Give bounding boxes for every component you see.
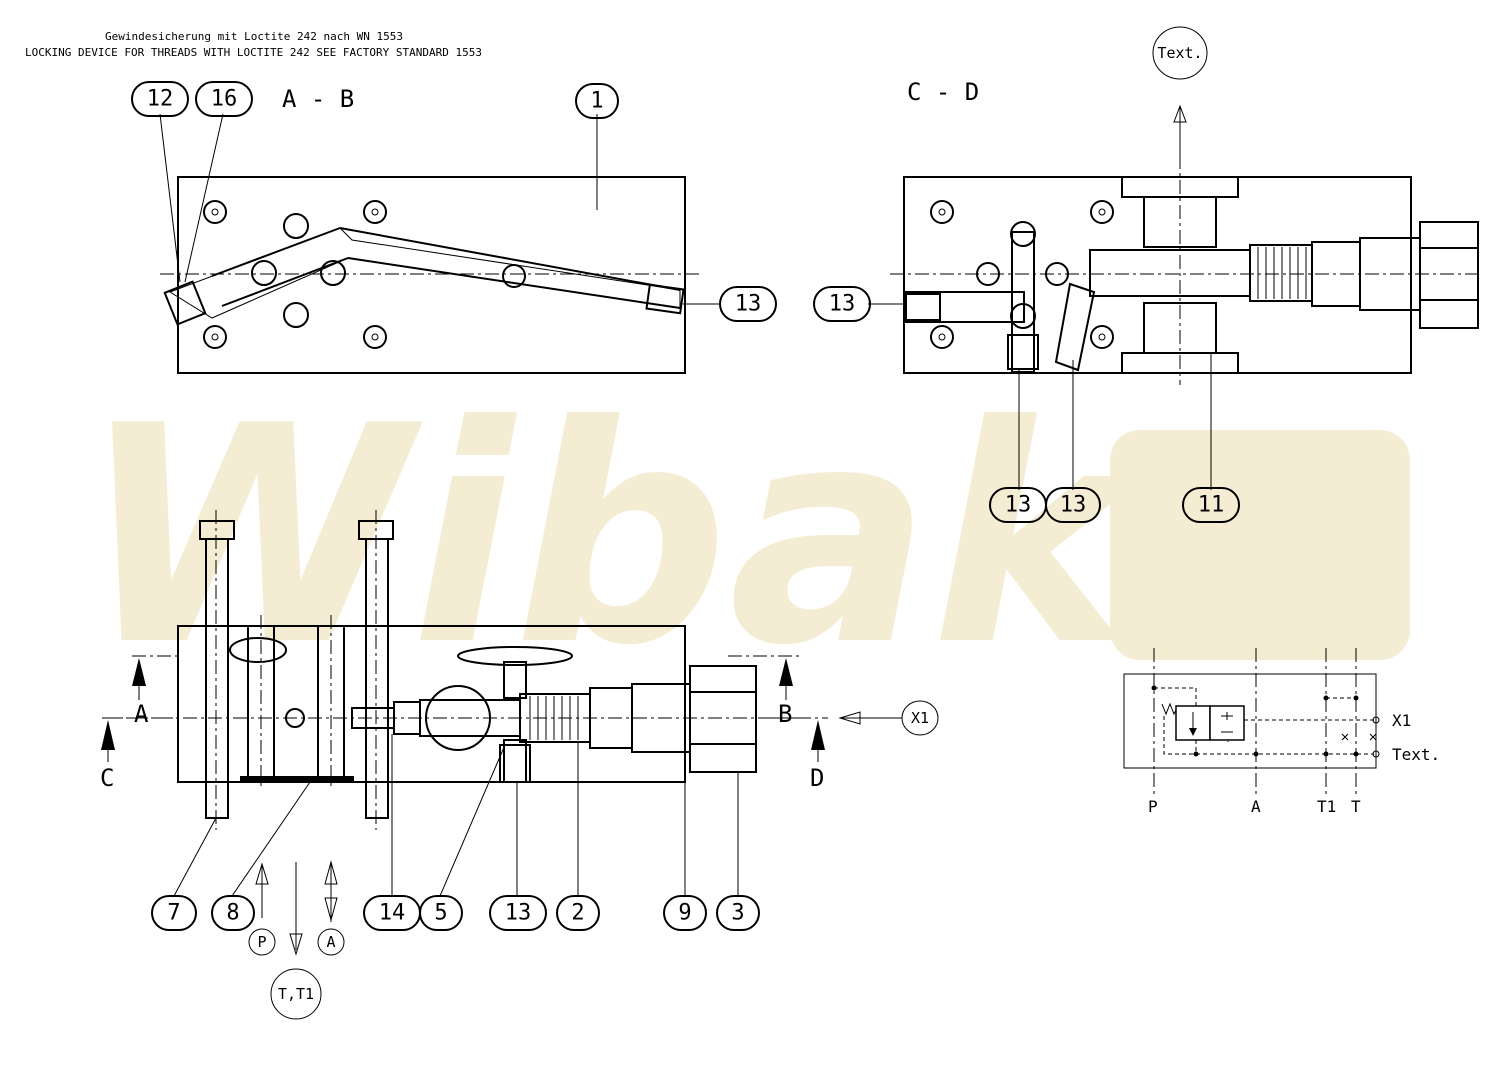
balloon-5: 5 <box>419 895 463 931</box>
section-markers <box>101 655 828 762</box>
balloon-8: 8 <box>211 895 255 931</box>
svg-text:Text.: Text. <box>1157 44 1202 62</box>
symbol-label-text: Text. <box>1392 745 1440 764</box>
balloon-13-main: 13 <box>489 895 547 931</box>
svg-text:X1: X1 <box>911 709 929 727</box>
balloon-13-ab: 13 <box>719 286 777 322</box>
balloon-13-cd-mid1: 13 <box>989 487 1047 523</box>
balloon-3: 3 <box>716 895 760 931</box>
svg-text:3: 3 <box>731 901 744 926</box>
symbol-port-a: A <box>1251 797 1261 816</box>
balloon-9: 9 <box>663 895 707 931</box>
balloon-16: 16 <box>195 81 253 117</box>
symbol-label-x1: X1 <box>1392 711 1411 730</box>
section-letter-c: C <box>100 764 114 792</box>
svg-text:13: 13 <box>735 292 762 317</box>
svg-text:1: 1 <box>590 89 603 114</box>
svg-text:13: 13 <box>1060 493 1087 518</box>
note-english: LOCKING DEVICE FOR THREADS WITH LOCTITE … <box>25 46 482 59</box>
hydraulic-symbol <box>1123 648 1380 796</box>
balloon-p: P <box>248 928 276 956</box>
svg-text:16: 16 <box>211 87 238 112</box>
balloon-14: 14 <box>363 895 421 931</box>
balloon-11: 11 <box>1182 487 1240 523</box>
section-cd-view <box>890 130 1480 385</box>
svg-text:13: 13 <box>829 292 856 317</box>
svg-text:2: 2 <box>571 901 584 926</box>
balloon-2: 2 <box>556 895 600 931</box>
balloon-1: 1 <box>575 83 619 119</box>
balloon-13-cd-left: 13 <box>813 286 871 322</box>
text-arrow <box>1173 104 1187 165</box>
leaders-ab <box>159 113 720 305</box>
svg-text:11: 11 <box>1198 493 1225 518</box>
svg-text:13: 13 <box>1005 493 1032 518</box>
svg-text:P: P <box>257 933 266 951</box>
symbol-port-t1: T1 <box>1317 797 1336 816</box>
balloon-a: A <box>317 928 345 956</box>
main-view <box>108 510 800 830</box>
balloon-12: 12 <box>131 81 189 117</box>
svg-text:5: 5 <box>434 901 447 926</box>
symbol-port-t: T <box>1351 797 1361 816</box>
svg-text:A: A <box>326 933 335 951</box>
balloon-7: 7 <box>151 895 197 931</box>
x1-arrow <box>838 711 902 725</box>
symbol-port-p: P <box>1148 797 1158 816</box>
watermark-logo <box>1110 430 1410 660</box>
leaders-cd <box>868 303 1212 490</box>
svg-text:8: 8 <box>226 901 239 926</box>
svg-text:7: 7 <box>167 901 180 926</box>
svg-text:12: 12 <box>147 87 174 112</box>
svg-text:T,T1: T,T1 <box>278 985 314 1003</box>
svg-text:9: 9 <box>678 901 691 926</box>
note-german: Gewindesicherung mit Loctite 242 nach WN… <box>105 30 403 43</box>
flow-arrows <box>255 860 338 956</box>
leaders-main <box>173 734 739 897</box>
balloon-t-t1: T,T1 <box>270 968 322 1020</box>
balloon-x1: X1 <box>901 700 939 736</box>
balloon-13-cd-mid2: 13 <box>1045 487 1101 523</box>
section-ab-view <box>160 176 700 374</box>
svg-text:14: 14 <box>379 901 406 926</box>
section-letter-a: A <box>134 700 149 728</box>
section-letter-d: D <box>810 764 824 792</box>
section-title-cd: C - D <box>907 78 979 106</box>
section-title-ab: A - B <box>282 85 354 113</box>
section-letter-b: B <box>778 700 792 728</box>
balloon-text-top: Text. <box>1152 26 1208 80</box>
svg-text:13: 13 <box>505 901 532 926</box>
